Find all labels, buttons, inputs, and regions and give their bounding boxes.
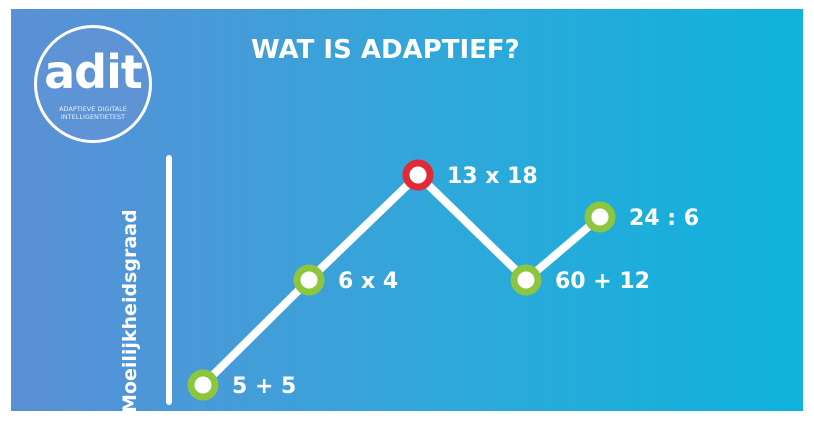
adit-logo: adit ADAPTIEVE DIGITALE INTELLIGENTIETES… bbox=[34, 25, 152, 143]
node-label: 13 x 18 bbox=[447, 164, 538, 189]
logo-tagline-line1: ADAPTIEVE DIGITALE bbox=[59, 105, 127, 113]
path-node: 6 x 4 bbox=[293, 264, 398, 296]
y-axis-line bbox=[166, 155, 172, 405]
correct-node-marker bbox=[584, 201, 616, 233]
path-node: 13 x 18 bbox=[402, 159, 538, 191]
node-label: 24 : 6 bbox=[629, 206, 699, 231]
difficulty-path-diagram: 5 + 5 6 x 4 13 x 18 60 + 12 24 : 6 bbox=[187, 159, 699, 401]
logo-tagline-line2: INTELLIGENTIETEST bbox=[60, 113, 126, 121]
node-label: 60 + 12 bbox=[555, 269, 650, 294]
page-title: WAT IS ADAPTIEF? bbox=[251, 35, 520, 65]
path-node: 5 + 5 bbox=[187, 369, 296, 401]
correct-node-marker bbox=[187, 369, 219, 401]
incorrect-node-marker bbox=[402, 159, 434, 191]
path-node: 24 : 6 bbox=[584, 201, 699, 233]
node-label: 6 x 4 bbox=[338, 269, 398, 294]
path-node: 60 + 12 bbox=[510, 264, 650, 296]
logo-wordmark: adit bbox=[44, 45, 143, 99]
node-label: 5 + 5 bbox=[232, 374, 296, 399]
slide: adit ADAPTIEVE DIGITALE INTELLIGENTIETES… bbox=[11, 9, 803, 411]
correct-node-marker bbox=[510, 264, 542, 296]
correct-node-marker bbox=[293, 264, 325, 296]
